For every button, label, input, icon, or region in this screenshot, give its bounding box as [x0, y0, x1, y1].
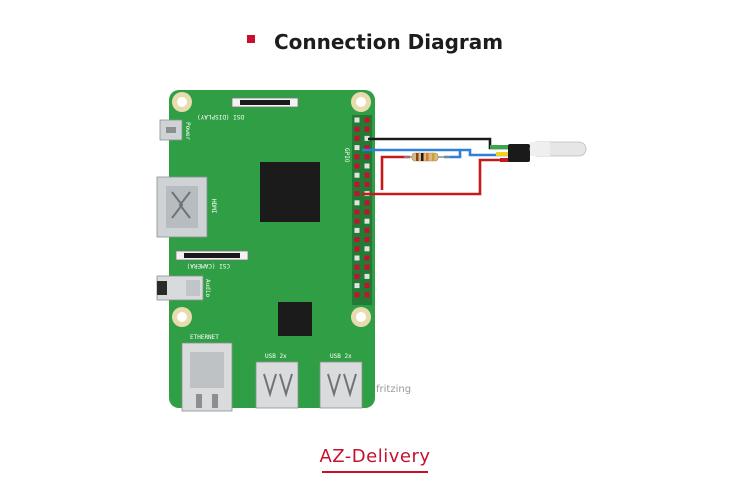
gpio-pin	[364, 172, 370, 178]
gpio-pin	[354, 117, 360, 123]
raspberry-pi-board	[169, 90, 375, 408]
gpio-pin	[354, 292, 360, 298]
gpio-pin	[364, 255, 370, 261]
gpio-pin	[354, 209, 360, 215]
pullup-resistor	[404, 152, 450, 162]
gpio-pin	[354, 227, 360, 233]
usb-left-label: USB 2x	[265, 353, 287, 360]
gpio-pin	[354, 191, 360, 197]
gpio-pin	[364, 117, 370, 123]
gpio-pin	[364, 181, 370, 187]
page-title: Connection Diagram	[273, 30, 504, 54]
gpio-pin	[354, 126, 360, 132]
csi-connector	[175, 250, 249, 261]
fritzing-watermark: fritzing	[376, 384, 411, 395]
title-bullet-icon	[246, 35, 255, 43]
usb-right-label: USB 2x	[330, 353, 352, 360]
power-label: Power	[184, 122, 191, 140]
audio-label: Audio	[204, 279, 211, 297]
gpio-pin	[364, 126, 370, 132]
gpio-pins	[354, 117, 370, 298]
gpio-pin	[354, 154, 360, 160]
gpio-pin	[364, 227, 370, 233]
gpio-pin	[354, 218, 360, 224]
gpio-pin	[364, 273, 370, 279]
audio-jack	[156, 275, 204, 301]
gpio-pin	[364, 283, 370, 289]
gpio-pin	[364, 163, 370, 169]
gpio-pin	[364, 135, 370, 141]
wire-red-vcc	[362, 158, 508, 196]
wire-red-pullup	[380, 155, 410, 190]
gpio-pin	[364, 237, 370, 243]
brand-text: AZ-Delivery	[319, 446, 431, 467]
gpio-pin	[354, 264, 360, 270]
dsi-connector	[231, 97, 299, 108]
gpio-pin	[364, 264, 370, 270]
usb-port-right	[319, 361, 363, 409]
gpio-pin	[364, 145, 370, 151]
soc-chip	[260, 162, 320, 222]
gpio-pin	[364, 154, 370, 160]
csi-label: CSI (CAMERA)	[187, 262, 230, 269]
gpio-pin	[354, 237, 360, 243]
hdmi-port	[156, 176, 208, 238]
gpio-pin	[354, 273, 360, 279]
ethernet-label: ETHERNET	[190, 334, 219, 341]
gpio-pin	[364, 292, 370, 298]
gpio-pin	[354, 135, 360, 141]
usb-controller-chip	[278, 302, 312, 336]
hdmi-label: HDMI	[210, 199, 217, 214]
gpio-label: GPIO	[343, 148, 350, 163]
dsi-label: DSI (DISPLAY)	[197, 113, 244, 120]
gpio-pin	[354, 145, 360, 151]
gpio-pin	[364, 200, 370, 206]
mounting-holes	[172, 92, 371, 327]
gpio-pin	[364, 218, 370, 224]
ethernet-port	[181, 342, 233, 412]
wire-blue-data	[362, 148, 508, 157]
power-connector	[159, 119, 183, 141]
gpio-pin	[364, 246, 370, 252]
gpio-pin	[354, 181, 360, 187]
wire-black-gnd	[368, 137, 508, 150]
gpio-pin	[354, 255, 360, 261]
usb-port-left	[255, 361, 299, 409]
gpio-pin	[354, 172, 360, 178]
gpio-pin	[354, 246, 360, 252]
brand-underline	[322, 471, 428, 473]
brand-logo: AZ-Delivery	[0, 446, 750, 473]
gpio-pin	[354, 283, 360, 289]
title-row: Connection Diagram	[0, 30, 750, 54]
gpio-pin	[364, 209, 370, 215]
temperature-probe	[508, 141, 587, 162]
wires	[362, 137, 512, 196]
gpio-pin	[354, 163, 360, 169]
gpio-pin	[354, 200, 360, 206]
